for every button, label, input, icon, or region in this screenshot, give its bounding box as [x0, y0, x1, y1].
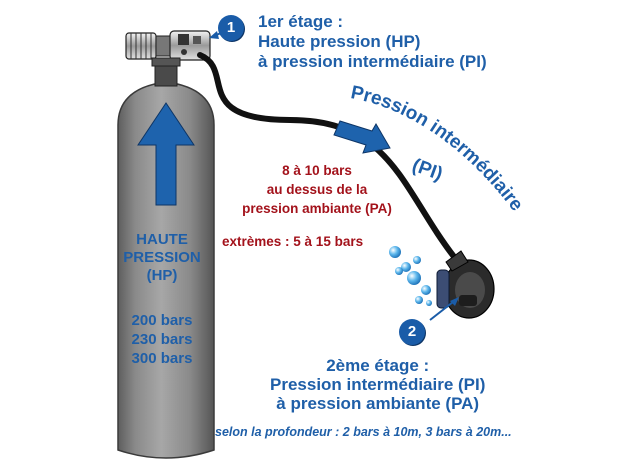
stage2-line2: Pression intermédiaire (PI)	[270, 375, 486, 394]
step-badge-1: 1	[218, 15, 244, 41]
pi-range-line1: 8 à 10 bars	[282, 163, 352, 178]
pi-range-line2: au dessus de la	[266, 182, 368, 197]
tank-pressure-label: HAUTE PRESSION (HP)	[108, 231, 216, 285]
tank-neck	[154, 63, 178, 87]
tank-label-line2: PRESSION	[123, 249, 201, 266]
stage1-label: 1er étage : Haute pression (HP) à pressi…	[258, 12, 487, 72]
stage2-title: 2ème étage :	[326, 356, 430, 375]
tank-body	[117, 81, 215, 459]
step-badge-2: 2	[399, 319, 425, 345]
pressure-flow-arrow-icon	[333, 120, 391, 154]
pi-range-label: 8 à 10 bars au dessus de la pression amb…	[212, 161, 422, 218]
tank-label-line1: HAUTE	[136, 231, 188, 248]
first-stage-regulator	[125, 30, 211, 67]
intermediate-pressure-hose	[197, 52, 458, 261]
tank-bars-2: 230 bars	[131, 331, 193, 348]
stage1-line3: à pression intermédiaire (PI)	[258, 52, 487, 71]
stage1-title: 1er étage :	[258, 12, 344, 31]
stage2-line3: à pression ambiante (PA)	[276, 394, 480, 413]
stage-pointer-arrow-2	[429, 297, 459, 321]
tank-bars-list: 200 bars 230 bars 300 bars	[108, 311, 216, 368]
tank-bars-1: 200 bars	[131, 312, 193, 329]
high-pressure-arrow-icon	[137, 102, 195, 206]
exhaust-bubbles-icon	[389, 246, 432, 306]
stage2-label: 2ème étage : Pression intermédiaire (PI)…	[270, 356, 485, 413]
pi-extremes-label: extrèmes : 5 à 15 bars	[222, 234, 364, 249]
tank-bars-3: 300 bars	[131, 350, 193, 367]
tank-label-line3: (HP)	[146, 267, 178, 284]
pi-range-line3: pression ambiante (PA)	[242, 201, 392, 216]
stage1-line2: Haute pression (HP)	[258, 32, 421, 51]
second-stage-regulator	[436, 250, 495, 319]
depth-note: selon la profondeur : 2 bars à 10m, 3 ba…	[215, 425, 512, 439]
